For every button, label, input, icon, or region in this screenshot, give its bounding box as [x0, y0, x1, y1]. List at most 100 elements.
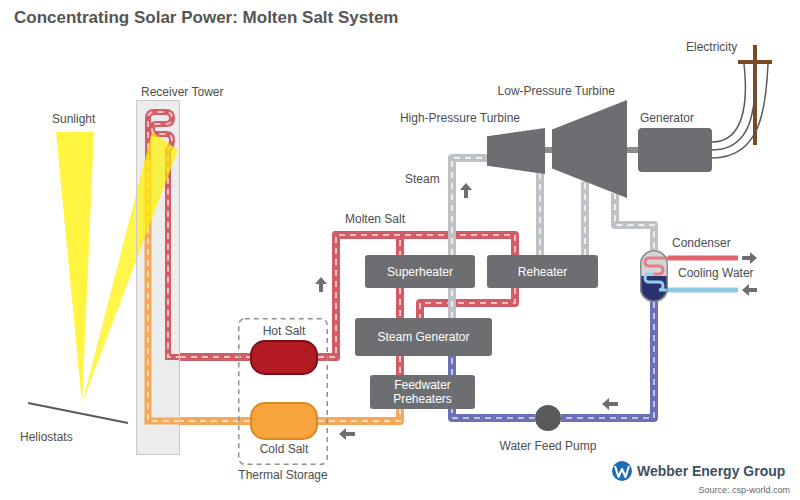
condenser-coil — [645, 258, 668, 274]
pipe-body — [448, 288, 456, 318]
pipe-body — [318, 235, 515, 357]
flow-arrow — [602, 398, 618, 410]
pipe-body — [420, 288, 515, 318]
flow-label: Cooling Water — [678, 266, 754, 280]
flow-arrow — [742, 284, 757, 296]
pipe-stripe — [318, 409, 400, 421]
output-label: Electricity — [686, 40, 737, 54]
pipe-body — [545, 147, 552, 153]
pipe — [452, 158, 487, 255]
generator-body — [638, 128, 712, 172]
reflected-beam — [82, 132, 178, 404]
pipe — [452, 288, 453, 318]
light-label: Sunlight — [52, 112, 95, 126]
generator: Generator — [638, 128, 712, 172]
water-feed-pump-shape — [535, 405, 561, 431]
pipe-body — [448, 356, 456, 375]
hot-salt-tank-label: Hot Salt — [205, 324, 363, 338]
pipe-stripe — [451, 356, 453, 375]
pole-crossbar — [738, 60, 772, 64]
condenser-outline — [641, 251, 668, 302]
condenser-top — [640, 250, 668, 276]
turbine-shaft — [627, 150, 638, 151]
high-pressure-turbine: High-Pressure Turbine — [487, 128, 545, 174]
heat-exchanger-label: Reheater — [513, 265, 572, 279]
thermal-storage-label: Thermal Storage — [193, 468, 373, 482]
pipe — [615, 193, 654, 250]
tank-body — [251, 403, 317, 439]
pipe — [400, 356, 401, 375]
part-label: Heliostats — [20, 430, 73, 444]
low-pressure-turbine-shape — [552, 100, 627, 198]
heliostat-mirror — [28, 403, 128, 423]
receiver-tower: Receiver Tower — [136, 100, 180, 455]
pipe-body — [615, 193, 654, 250]
feedwater-preheater-label: Feedwater Preheaters — [370, 378, 475, 406]
flow-arrow — [742, 252, 757, 264]
tank-body — [251, 341, 317, 374]
pipe-stripe — [318, 235, 515, 357]
cooling-water-out — [668, 256, 738, 261]
pipe — [318, 409, 400, 421]
generator-label: Generator — [640, 111, 694, 125]
pipe-stripe — [451, 288, 453, 318]
pipe-stripe — [452, 409, 535, 418]
pipe — [318, 235, 515, 357]
pipe-body — [452, 158, 487, 255]
pipe — [452, 356, 453, 375]
pipe-stripe — [399, 288, 401, 318]
sunlight-beam — [56, 132, 94, 404]
flow-label: Steam — [405, 172, 440, 186]
pipe — [585, 182, 586, 255]
water-feed-pump-label: Water Feed Pump — [490, 439, 606, 453]
power-wire — [712, 64, 768, 158]
thermal-storage: Thermal StorageHot SaltCold Salt — [238, 318, 328, 465]
pump-body — [535, 405, 561, 431]
flow-arrow — [460, 183, 472, 198]
pipe-body — [536, 173, 544, 255]
hot-salt-tank-shape — [250, 340, 318, 375]
receiver-tower-label: Receiver Tower — [141, 85, 223, 99]
turbine-shaft — [545, 150, 552, 151]
steam-generator: Steam Generator — [355, 318, 492, 356]
pipe-stripe — [539, 173, 541, 255]
turbine-body — [487, 128, 545, 174]
cold-salt-tank-shape — [250, 402, 318, 440]
high-pressure-turbine-label: High-Pressure Turbine — [400, 111, 520, 125]
water-feed-pump: Water Feed Pump — [535, 405, 561, 431]
pipe-body — [396, 288, 404, 318]
cooling-water-in — [668, 288, 738, 293]
condenser-label: Condenser — [672, 236, 731, 250]
pipe — [452, 409, 535, 418]
flow-arrow — [339, 428, 355, 440]
pipe-stripe — [561, 302, 654, 418]
high-pressure-turbine-shape — [487, 128, 545, 174]
low-pressure-turbine: Low-Pressure Turbine — [552, 100, 627, 198]
pipe-body — [318, 409, 400, 421]
diagram-title: Concentrating Solar Power: Molten Salt S… — [14, 8, 398, 28]
power-wire — [712, 64, 745, 142]
condenser-shape — [640, 250, 668, 302]
pipe-body — [452, 409, 535, 418]
cold-salt-tank: Cold Salt — [250, 402, 318, 440]
pipe-stripe — [452, 158, 487, 255]
condenser: Condenser — [640, 250, 668, 302]
heat-exchanger-label: Superheater — [382, 265, 458, 279]
pipe — [400, 288, 401, 318]
low-pressure-turbine-label: Low-Pressure Turbine — [498, 84, 615, 98]
condenser-coil — [645, 274, 668, 290]
pipe — [420, 288, 515, 318]
pipe-stripe — [399, 356, 401, 375]
feedwater-preheater: Feedwater Preheaters — [370, 375, 475, 409]
source-note: Source: csp-world.com — [698, 485, 790, 496]
heat-exchanger: Reheater — [487, 255, 598, 288]
turbine-body — [552, 100, 627, 198]
pipe-body — [627, 147, 638, 153]
pipe-stripe — [615, 193, 654, 250]
pipe-stripe — [420, 288, 515, 318]
brand-name: Webber Energy Group — [637, 463, 785, 479]
flow-label: Molten Salt — [345, 212, 405, 226]
power-wire — [712, 64, 756, 150]
